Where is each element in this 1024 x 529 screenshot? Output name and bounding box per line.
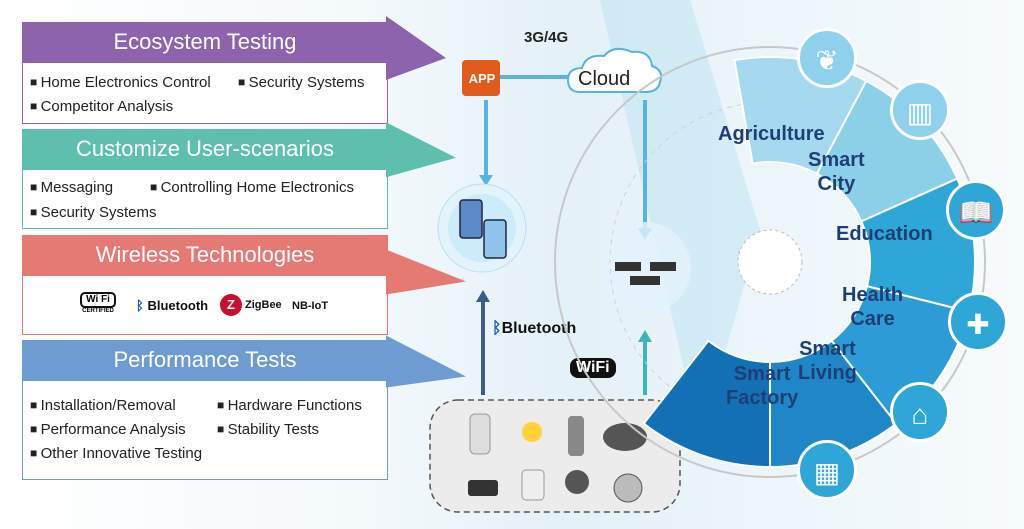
bluetooth-logo: ᛒ Bluetooth: [136, 298, 209, 313]
list-item: Security Systems: [30, 204, 157, 221]
bluetooth-icon: ᛒ: [136, 298, 144, 313]
gateway-halo: [599, 222, 691, 314]
router-icon: [630, 276, 660, 285]
segment-label: Agriculture: [718, 123, 825, 145]
outer-ring: [554, 46, 986, 478]
smart-home-icon: ⌂: [890, 382, 950, 442]
thermostat-icon: [613, 473, 643, 503]
phone-icon: [483, 219, 507, 259]
camera-icon: [565, 470, 589, 494]
cloud-label: Cloud: [578, 68, 631, 90]
wireless-technologies-header: Wireless Technologies: [22, 235, 388, 275]
router-icon: [650, 262, 676, 271]
router-icon: [615, 262, 641, 271]
wifi-certified-logo: Wi Fi CERTIFIED: [80, 292, 116, 314]
ecosystem-testing-header: Ecosystem Testing: [22, 22, 388, 62]
arrow-head: [479, 175, 493, 186]
hub-icon: [468, 480, 498, 496]
list-item: Controlling Home Electronics: [150, 179, 354, 196]
list-item: Installation/Removal: [30, 397, 176, 414]
bulb-icon: [522, 422, 542, 442]
segment-smart-factory: [642, 339, 771, 469]
app-tile: [462, 60, 500, 96]
cloud-shape: [566, 47, 662, 93]
list-item: Messaging: [30, 179, 114, 196]
education-book-icon: 📖: [946, 180, 1006, 240]
doorbell-icon: [568, 416, 584, 456]
list-item: Hardware Functions: [217, 397, 362, 414]
smart-plug-icon: [521, 469, 545, 501]
arrow-head: [638, 330, 652, 342]
app-label: APP: [468, 71, 496, 86]
factory-icon: ▦: [797, 440, 857, 500]
zigbee-logo: Z ZigBee: [220, 294, 282, 316]
speaker-icon: [469, 413, 491, 455]
list-item: Other Innovative Testing: [30, 445, 202, 462]
wheel-hub: [737, 229, 803, 295]
list-item: Home Electronics Control: [30, 74, 211, 91]
segment-label: Education: [836, 223, 933, 245]
bluetooth-icon: ᛒ: [492, 320, 502, 337]
list-item: Competitor Analysis: [30, 98, 174, 115]
list-item: Stability Tests: [217, 421, 319, 438]
city-buildings-icon: ▥: [890, 80, 950, 140]
list-item: Performance Analysis: [30, 421, 186, 438]
phone-icon: [459, 199, 483, 239]
plant-hand-icon: ❦: [797, 28, 857, 88]
user-scenarios-header: Customize User-scenarios: [22, 129, 388, 169]
performance-tests-header: Performance Tests: [22, 340, 388, 380]
arrow-head: [476, 290, 490, 302]
list-item: Security Systems: [238, 74, 365, 91]
zigbee-icon: Z: [220, 294, 242, 316]
cellular-label: 3G/4G: [524, 29, 569, 46]
nb-iot-logo: NB-IoT: [292, 300, 329, 312]
bluetooth-label: ᛒBluetooth: [492, 320, 577, 337]
medical-kit-icon: ✚: [948, 292, 1008, 352]
